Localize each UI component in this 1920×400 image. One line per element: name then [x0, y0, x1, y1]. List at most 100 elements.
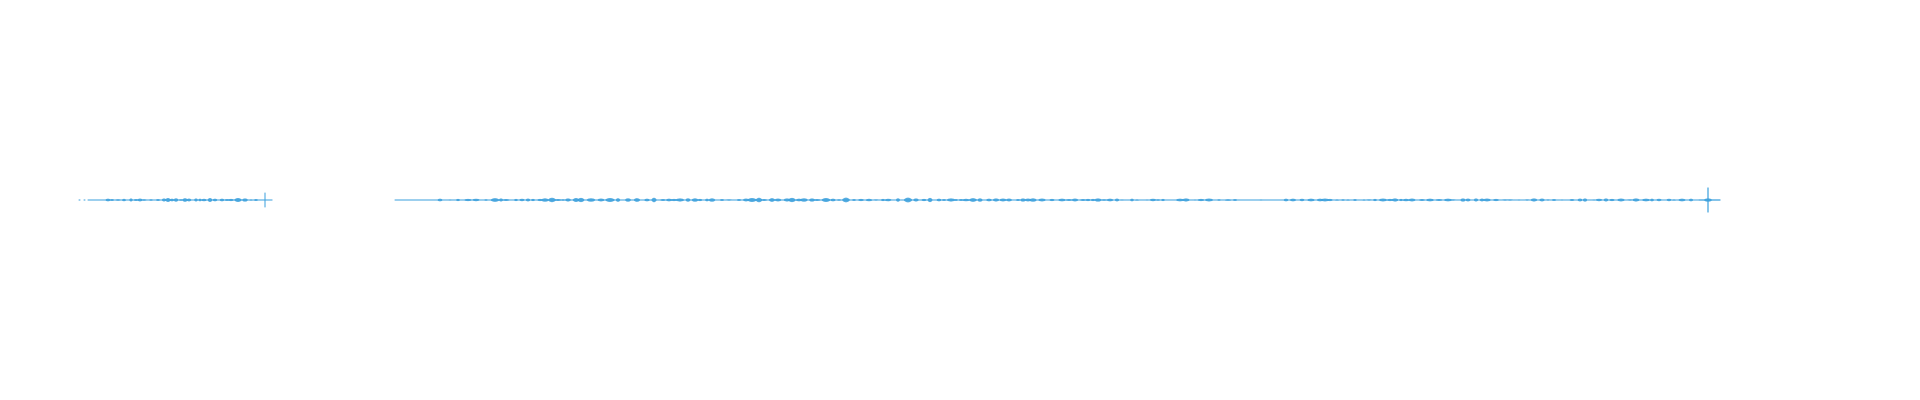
waveform-peak: [1631, 198, 1641, 202]
waveform-segment-2: [394, 187, 1721, 213]
waveform-peak: [1372, 198, 1378, 202]
waveform-peak: [992, 198, 1000, 202]
waveform-peak: [927, 197, 933, 203]
waveform-peak: [1037, 198, 1047, 202]
waveform-peak: [1048, 198, 1056, 202]
waveform-peak: [1148, 198, 1158, 202]
waveform-peak: [147, 199, 155, 201]
waveform-peak: [1688, 198, 1694, 202]
waveform-peak: [651, 197, 657, 203]
waveform-peak: [940, 198, 948, 202]
waveform-peak: [1568, 199, 1576, 201]
waveform-peak: [1602, 198, 1610, 202]
waveform-peak: [768, 198, 776, 202]
waveform-peak: [1231, 198, 1239, 202]
waveform-peak: [1473, 198, 1479, 202]
waveform-peak: [968, 198, 978, 202]
waveform-peak: [1505, 199, 1515, 201]
waveform-peak: [1333, 199, 1341, 201]
waveform-peak: [1401, 198, 1411, 202]
waveform-peak: [1558, 199, 1566, 201]
waveform-peak: [1407, 198, 1417, 202]
waveform-peak: [200, 198, 208, 202]
waveform-peak: [872, 199, 880, 201]
waveform-peak: [895, 198, 901, 202]
waveform-peak: [624, 198, 632, 202]
waveform-peak: [1364, 199, 1374, 201]
waveform-peak: [1344, 199, 1352, 201]
waveform-peak: [920, 198, 928, 202]
waveform-peak: [1538, 198, 1546, 202]
waveform-peak: [108, 198, 116, 202]
waveform-peak: [173, 198, 179, 202]
waveform-peak: [1665, 198, 1673, 202]
waveform-peak: [169, 198, 175, 202]
waveform-peak: [1649, 198, 1655, 202]
waveform-peak: [1223, 199, 1233, 201]
waveform-peak: [572, 197, 580, 203]
waveform-peak: [1326, 198, 1334, 202]
waveform-peak: [530, 198, 536, 202]
waveform-peak: [1070, 198, 1080, 202]
waveform-peak: [718, 198, 726, 202]
waveform-peak: [1288, 198, 1298, 202]
waveform-peak: [139, 199, 149, 201]
waveform-peak: [1160, 198, 1166, 202]
waveform-peak: [953, 198, 959, 202]
waveform-peak: [664, 198, 674, 202]
waveform-peak: [735, 198, 743, 202]
waveform-peak: [1133, 199, 1141, 201]
waveform-peak: [104, 198, 112, 202]
waveform-peak: [577, 197, 585, 203]
waveform-peak: [1594, 198, 1604, 202]
waveform-peak: [696, 198, 704, 202]
waveform-peak: [1582, 198, 1588, 202]
waveform-peak: [1093, 198, 1103, 202]
waveform-peak: [1545, 199, 1551, 201]
waveform-peak: [501, 198, 511, 202]
waveform-peak: [525, 198, 531, 202]
waveform-peak: [1361, 199, 1367, 201]
waveform-peak: [121, 198, 127, 202]
waveform-peak: [1550, 198, 1558, 202]
waveform-peak: [851, 198, 857, 202]
waveform-peak: [161, 198, 167, 202]
waveform-peak: [799, 198, 809, 202]
waveform-peak: [559, 199, 567, 201]
waveform-peak: [811, 198, 823, 202]
waveform-peak: [643, 198, 651, 202]
waveform-peak: [835, 199, 843, 201]
waveform-peak: [128, 198, 134, 202]
waveform-peak: [658, 199, 668, 201]
waveform-peak: [596, 198, 606, 202]
waveform-peak: [181, 198, 189, 202]
waveform-peak: [197, 198, 203, 202]
waveform-peak: [1424, 198, 1436, 202]
waveform-segment-1: [78, 192, 273, 208]
waveform-peak: [1203, 198, 1215, 202]
waveform-peak: [455, 198, 461, 202]
waveform-peak: [935, 198, 943, 202]
waveform-peak: [1181, 198, 1191, 202]
waveform-peak: [829, 198, 837, 202]
waveform-peak: [1282, 198, 1290, 202]
waveform-peak: [841, 197, 851, 203]
waveform-peak: [211, 198, 219, 202]
waveform-peak: [1352, 199, 1358, 201]
waveform-peak: [615, 198, 621, 202]
waveform-peak: [985, 198, 993, 202]
waveform-peak: [1491, 198, 1501, 202]
waveform-peak: [1640, 198, 1652, 202]
waveform-peak: [1154, 199, 1162, 201]
waveform-peak: [1257, 199, 1265, 201]
waveform-peak: [1196, 198, 1206, 202]
waveform-peak: [1459, 198, 1467, 202]
waveform-peak: [690, 198, 700, 202]
waveform-peak: [233, 198, 243, 202]
waveform-peak: [483, 199, 489, 201]
waveform-peak: [1515, 199, 1523, 201]
waveform-peak: [604, 197, 616, 203]
waveform-peak: [462, 198, 474, 202]
waveform-peak: [498, 198, 504, 202]
